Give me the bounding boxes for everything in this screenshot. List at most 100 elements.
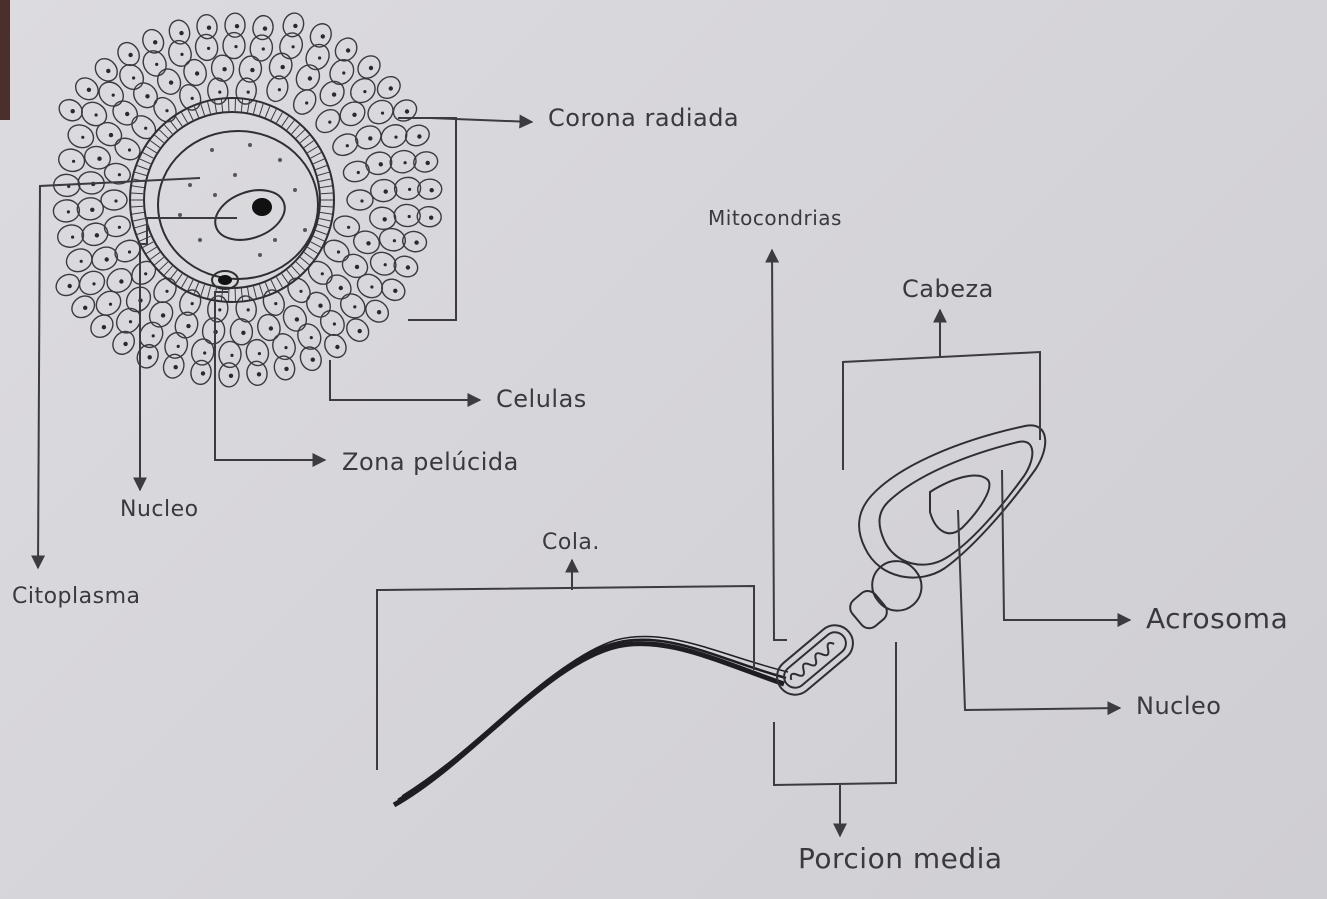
- corona-cell-nucleus: [165, 290, 168, 293]
- zona-tick: [320, 212, 332, 214]
- corona-cell-nucleus: [318, 304, 322, 308]
- corona-cell-nucleus: [129, 320, 132, 323]
- zona-tick: [320, 186, 332, 188]
- zona-tick: [241, 289, 242, 301]
- corona-cell: [56, 146, 87, 174]
- corona-cell: [108, 96, 142, 130]
- corona-cell-nucleus: [155, 63, 158, 66]
- zona-tick: [155, 135, 164, 143]
- zona-tick: [208, 286, 211, 298]
- zona-tick: [321, 193, 333, 194]
- corona-cell: [167, 18, 193, 47]
- corona-cell-nucleus: [112, 94, 115, 97]
- corona-cell-nucleus: [355, 265, 359, 269]
- corona-cell: [53, 199, 81, 223]
- corona-cell-nucleus: [284, 367, 288, 371]
- corona-cell-nucleus: [366, 241, 370, 245]
- zona-tick: [282, 116, 289, 126]
- corona-cell-nucleus: [357, 171, 360, 174]
- corona-cell: [161, 329, 190, 361]
- zona-tick: [135, 225, 147, 228]
- corona-cell: [311, 105, 344, 137]
- corona-cell: [269, 331, 298, 363]
- corona-cell-nucleus: [81, 136, 84, 139]
- corona-cell: [172, 309, 201, 341]
- zona-tick: [143, 153, 154, 159]
- label-nucleo-ovule: Nucleo: [120, 497, 199, 522]
- cytoplasm-granule: [188, 183, 192, 187]
- ovule-drawing: [52, 10, 442, 387]
- label-celulas: Celulas: [496, 385, 587, 413]
- corona-cell-nucleus: [153, 40, 157, 44]
- zona-tick: [201, 285, 205, 297]
- zona-tick: [292, 266, 300, 275]
- corona-cell-nucleus: [128, 53, 132, 57]
- zona-tick: [254, 102, 257, 114]
- corona-cell: [139, 47, 171, 80]
- corona-cell-nucleus: [321, 34, 325, 38]
- corona-cell-nucleus: [292, 45, 295, 48]
- corona-arrow: [430, 118, 532, 122]
- corona-cell: [52, 270, 83, 299]
- corona-cell: [315, 77, 349, 111]
- corona-cell-nucleus: [165, 109, 168, 112]
- zona-tick: [313, 159, 324, 164]
- corona-cell-nucleus: [368, 136, 372, 140]
- zona-pelucida-texture: [131, 99, 333, 301]
- corona-cell-nucleus: [71, 109, 75, 113]
- corona-cell-nucleus: [353, 305, 356, 308]
- zona-tick: [131, 206, 143, 207]
- zona-tick: [311, 242, 322, 248]
- corona-cell-nucleus: [339, 286, 343, 290]
- zona-tick: [146, 247, 156, 253]
- zona-tick: [221, 100, 222, 112]
- corona-cell-nucleus: [305, 101, 308, 104]
- corona-cell-nucleus: [284, 346, 287, 349]
- corona-cell-nucleus: [109, 303, 112, 306]
- corona-cell: [251, 14, 275, 41]
- corona-cell: [102, 213, 132, 239]
- corona-cell-nucleus: [191, 97, 194, 100]
- corona-cell-nucleus: [250, 68, 254, 72]
- sperm-nucleus: [930, 476, 989, 534]
- corona-cell-nucleus: [203, 351, 206, 354]
- corona-cell: [101, 190, 127, 210]
- zona-tick: [170, 120, 177, 129]
- corona-cell-nucleus: [269, 326, 273, 330]
- corona-cell: [390, 96, 421, 125]
- corona-cell: [77, 197, 104, 221]
- corona-cell-nucleus: [247, 308, 250, 311]
- corona-cell-nucleus: [337, 250, 340, 253]
- cytoplasm-granule: [258, 253, 262, 257]
- corona-cell-nucleus: [311, 358, 315, 362]
- corona-cell-nucleus: [144, 127, 147, 130]
- corona-cell: [378, 275, 409, 304]
- corona-cell-nucleus: [144, 272, 147, 275]
- zona-tick: [176, 116, 183, 126]
- corona-cell-nucleus: [118, 173, 121, 176]
- zona-tick: [170, 270, 177, 280]
- label-cola: Cola.: [542, 530, 600, 555]
- zona-tick: [164, 266, 172, 275]
- corona-cell: [149, 93, 180, 126]
- corona-cell-nucleus: [174, 365, 178, 369]
- corona-cell-nucleus: [369, 66, 373, 70]
- corona-cell: [331, 34, 361, 65]
- corona-cell-nucleus: [191, 302, 194, 305]
- corona-cell-nucleus: [426, 161, 430, 165]
- zona-tick: [208, 102, 211, 114]
- zona-tick: [316, 166, 327, 170]
- corona-cell-nucleus: [383, 217, 387, 221]
- zona-tick: [146, 147, 156, 153]
- zona-tick: [319, 219, 331, 222]
- zona-tick: [155, 257, 164, 265]
- zona-tick: [260, 285, 264, 297]
- ovule-nucleolus: [252, 198, 272, 216]
- corona-cell: [109, 327, 139, 358]
- zona-tick: [319, 179, 331, 182]
- zona-tick: [271, 280, 276, 291]
- corona-cell-nucleus: [106, 69, 110, 73]
- corona-cell: [302, 288, 335, 322]
- ovule-nucleus: [208, 181, 291, 249]
- corona-bracket-line: [398, 118, 456, 320]
